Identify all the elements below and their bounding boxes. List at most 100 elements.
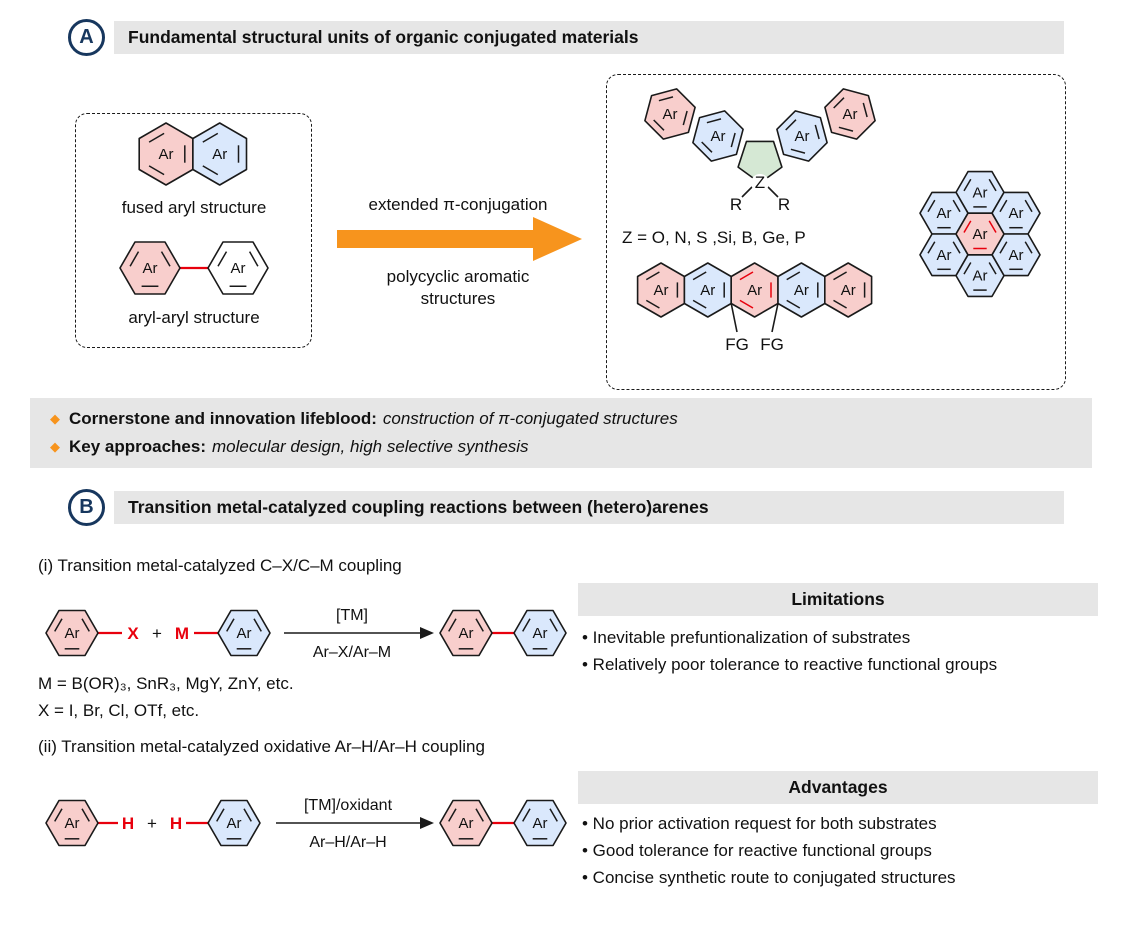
z-halo (751, 174, 769, 192)
aryl-ring: Ar (776, 110, 828, 162)
extension-arrow (337, 217, 582, 261)
key-points-band: ◆ Cornerstone and innovation lifeblood: co… (30, 398, 1092, 468)
aryl-ring: Ar (824, 262, 873, 318)
reaction-i-conditions-top: [TM] (336, 607, 368, 624)
aryl-ring: Ar (955, 212, 1005, 256)
svg-text:Ar: Ar (663, 106, 678, 123)
panel-b-title: Transition metal-catalyzed coupling reac… (128, 497, 709, 517)
aryl-ring: Ar (207, 241, 269, 295)
svg-text:Ar: Ar (937, 247, 952, 264)
heterole-ring (737, 140, 783, 184)
limitation-item: • Inevitable prefuntionalization of subs… (582, 628, 911, 647)
panel-a-title: Fundamental structural units of organic … (128, 27, 639, 47)
fused-aryl-caption: fused aryl structure (121, 198, 267, 217)
extension-arrow-label-top: extended π-conjugation (368, 195, 548, 214)
svg-text:Ar: Ar (973, 226, 988, 243)
limitation-item: • Relatively poor tolerance to reactive … (582, 655, 998, 674)
limitations-list: • Inevitable prefuntionalization of subs… (582, 624, 1112, 678)
svg-text:Ar: Ar (973, 268, 988, 285)
aryl-ring: Ar (730, 262, 779, 318)
aryl-ring: Ar (192, 122, 248, 186)
aryl-ring: Ar (513, 799, 567, 847)
key-point-2: ◆Key approaches:molecular design, high s… (50, 433, 1092, 461)
z-r-bond (766, 185, 779, 198)
plus-sign: + (147, 814, 157, 833)
h-label: H (170, 814, 182, 833)
svg-text:Ar: Ar (843, 106, 858, 123)
aryl-ring: Ar (777, 262, 826, 318)
x-definition: X = I, Br, Cl, OTf, etc. (38, 701, 200, 720)
panel-b-badge: B (68, 489, 105, 526)
svg-text:Ar: Ar (212, 146, 227, 163)
svg-text:Ar: Ar (65, 815, 80, 832)
functionalized-acene-structure: Ar Ar Ar Ar Ar FG FG (636, 262, 873, 354)
extension-arrow-label-bottom: polycyclic aromatic structures (338, 266, 578, 310)
reaction-ii-heading: (ii) Transition metal-catalyzed oxidativ… (38, 737, 485, 756)
aryl-ring: Ar (217, 609, 271, 657)
aryl-ring: Ar (439, 609, 493, 657)
aryl-ring: Ar (119, 241, 181, 295)
aryl-ring: Ar (45, 799, 99, 847)
diamond-bullet-icon: ◆ (50, 411, 60, 426)
r-group-label: R (778, 195, 790, 214)
svg-text:Ar: Ar (973, 184, 988, 201)
svg-text:Ar: Ar (231, 260, 246, 277)
m-label: M (175, 624, 189, 643)
limitations-title: Limitations (791, 589, 885, 609)
advantage-item: • No prior activation request for both s… (582, 814, 937, 833)
panel-a-badge: A (68, 19, 105, 56)
svg-text:Ar: Ar (1009, 247, 1024, 264)
key-point-1: ◆ Cornerstone and innovation lifeblood: co… (50, 405, 1092, 433)
fg-bond (730, 303, 738, 333)
svg-text:Ar: Ar (747, 282, 762, 299)
panel-b-badge-letter: B (79, 496, 94, 518)
aryl-ring: Ar (824, 88, 876, 140)
aryl-ring: Ar (636, 262, 686, 318)
key-point-1-italic: construction of π-conjugated structures (382, 409, 678, 428)
key-point-1-bold: Cornerstone and innovation lifeblood: (69, 409, 377, 428)
aryl-ring: Ar (207, 799, 261, 847)
fg-label: FG (760, 335, 784, 354)
svg-text:Ar: Ar (459, 815, 474, 832)
orange-block-arrow (337, 217, 582, 261)
svg-text:Ar: Ar (795, 128, 810, 145)
svg-text:Ar: Ar (794, 282, 809, 299)
reaction-ii-scheme: Ar H + H Ar [TM]/oxidant Ar–H/Ar–H Ar Ar (45, 797, 567, 851)
r-group-label: R (730, 195, 742, 214)
h-label: H (122, 814, 134, 833)
reaction-arrowhead (420, 817, 434, 829)
reagent-definitions: M = B(OR)₃, SnR₃, MgY, ZnY, etc. X = I, … (38, 670, 294, 724)
reaction-ii-conditions-top: [TM]/oxidant (304, 797, 393, 814)
fg-label: FG (725, 335, 749, 354)
aryl-ring: Ar (991, 191, 1041, 235)
svg-text:Ar: Ar (65, 625, 80, 642)
svg-text:Ar: Ar (937, 205, 952, 222)
advantage-item: • Good tolerance for reactive functional… (582, 841, 932, 860)
aryl-ring: Ar (991, 233, 1041, 277)
reaction-i-scheme: Ar X + M Ar [TM] Ar–X/Ar–M Ar Ar (45, 607, 567, 661)
aryl-ring: Ar (513, 609, 567, 657)
fused-pah-disc-structure: Ar Ar Ar Ar Ar Ar Ar (919, 170, 1041, 298)
aryl-ring: Ar (644, 88, 696, 140)
aryl-ring: Ar (692, 110, 744, 162)
svg-text:Ar: Ar (654, 282, 669, 299)
svg-text:Ar: Ar (533, 625, 548, 642)
reaction-i-conditions-bottom: Ar–X/Ar–M (313, 644, 391, 661)
aryl-ring: Ar (683, 262, 732, 318)
advantages-title: Advantages (788, 777, 888, 797)
panel-a-title-bar: Fundamental structural units of organic … (114, 21, 1064, 54)
svg-text:Ar: Ar (533, 815, 548, 832)
aryl-ring: Ar (919, 191, 969, 235)
reaction-i-heading: (i) Transition metal-catalyzed C–X/C–M c… (38, 556, 402, 575)
svg-text:Ar: Ar (700, 282, 715, 299)
panel-b-title-bar: Transition metal-catalyzed coupling reac… (114, 491, 1064, 524)
limitations-header-bar: Limitations (578, 583, 1098, 616)
reaction-ii-conditions-bottom: Ar–H/Ar–H (309, 834, 386, 851)
svg-text:Ar: Ar (143, 260, 158, 277)
aryl-ring: Ar (138, 122, 194, 186)
diamond-bullet-icon: ◆ (50, 439, 60, 454)
z-r-bond (741, 185, 754, 198)
fg-bond (771, 303, 779, 333)
svg-text:Ar: Ar (1009, 205, 1024, 222)
